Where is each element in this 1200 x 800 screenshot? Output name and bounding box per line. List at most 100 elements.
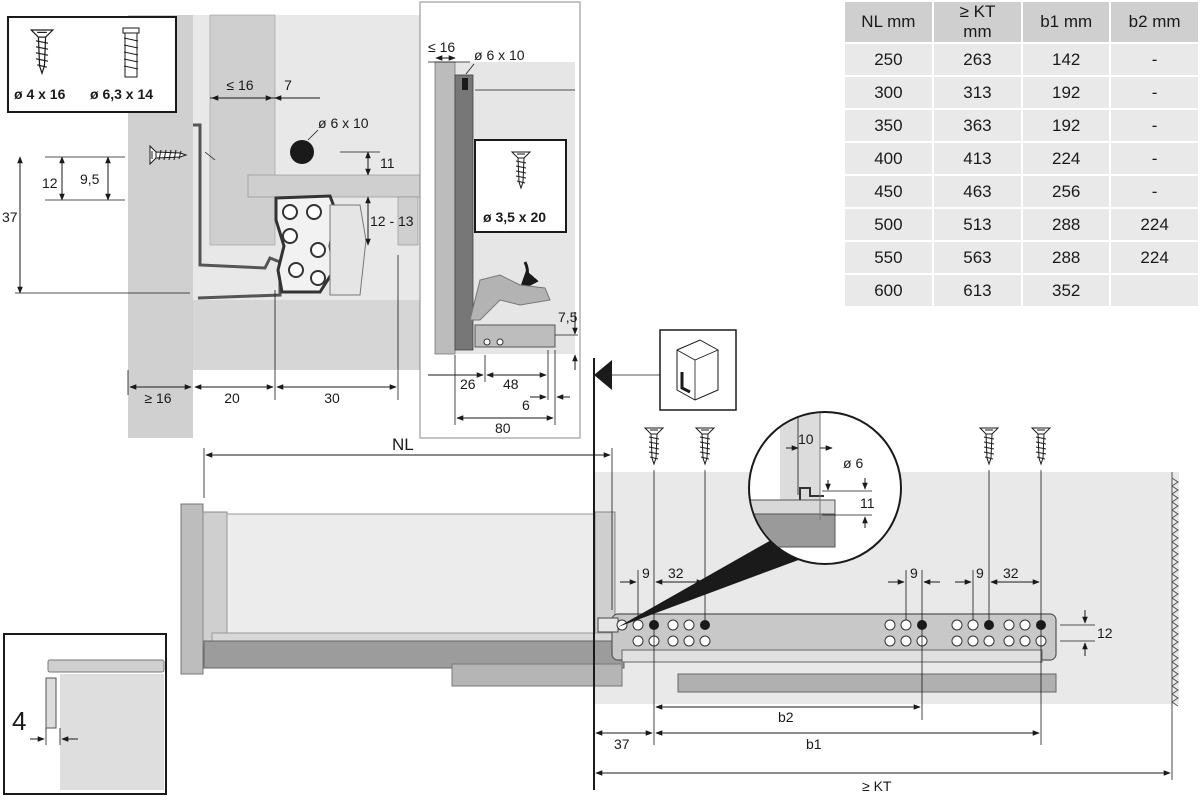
table-cell: 192 [1022,108,1112,142]
dim-11: 11 [380,155,395,171]
screw-label-4x16: ø 4 x 16 [14,86,66,102]
table-cell: 224 [1022,141,1112,175]
front-panel [434,61,456,355]
table-header: b1 mm [1022,2,1112,43]
dim-32-a: 32 [668,565,684,581]
front-dim-26: 26 [460,376,476,392]
table-cell: 500 [845,207,934,241]
table-cell: 513 [932,207,1024,241]
table-header: b2 mm [1110,2,1200,43]
drawer-bottom [247,174,422,198]
dim-37-side: 37 [614,736,630,752]
dim-pin-diameter: ø 6 x 10 [318,115,369,131]
table-cell: 350 [845,108,934,142]
table-cell: - [1110,75,1200,109]
screw-icon [979,427,999,465]
dim-b2: b2 [778,709,794,725]
front-dim-pin: ø 6 x 10 [474,47,525,63]
table-cell: 400 [845,141,934,175]
drawer-front [180,503,204,675]
table-cell: 450 [845,174,934,208]
dim-9-a: 9 [642,565,650,581]
cross-section-view: ≤ 16 7 ø 6 x 10 11 12 - 13 9,5 12 37 ≥ 1… [2,14,423,438]
front-dim-80: 80 [495,420,511,436]
locating-pin [290,140,314,164]
screw-label-6-3x14: ø 6,3 x 14 [90,86,153,102]
table-header-row: NL mm ≥ KT mm b1 mm b2 mm [845,2,1200,43]
dimensions-table: NL mm ≥ KT mm b1 mm b2 mm 250 263 142 - … [845,2,1200,306]
table-cell: 263 [932,42,1024,76]
front-dim-48: 48 [503,376,519,392]
dim-32-b: 32 [1003,565,1019,581]
screw-legend: ø 4 x 16 ø 6,3 x 14 [7,16,177,113]
table-cell: 224 [1110,240,1200,274]
table-cell: 288 [1022,240,1112,274]
detail-dim-10: 10 [798,431,814,447]
table-cell: 300 [845,75,934,109]
dim-12-runner: 12 [1097,625,1113,641]
dim-max-16: ≤ 16 [226,77,253,93]
dim-min-16: ≥ 16 [144,390,171,406]
table-cell: 352 [1022,273,1112,306]
table-cell: 413 [932,141,1024,175]
table-cell: - [1110,108,1200,142]
table-cell: 550 [845,240,934,274]
table-cell: - [1110,141,1200,175]
detail-dim-11: 11 [860,495,875,511]
dim-20: 20 [224,390,240,406]
table-cell: - [1110,42,1200,76]
table-cell: 250 [845,42,934,76]
table-cell: 224 [1110,207,1200,241]
screw-icon [1031,427,1051,465]
dim-12: 12 [42,175,58,191]
table-row: 250 263 142 - [845,42,1200,76]
dim-37: 37 [2,209,18,225]
table-row: 500 513 288 224 [845,207,1200,241]
table-cell: 288 [1022,207,1112,241]
table-cell: 256 [1022,174,1112,208]
table-cell: - [1110,174,1200,208]
dim-7: 7 [284,77,292,93]
inset-detail: 4 [3,633,167,795]
dim-kt: ≥ KT [862,778,892,794]
detail-dim-6: ø 6 [843,455,863,471]
side-view: NL 9 32 9 9 32 12 b2 37 [180,329,1179,794]
runner-holes [616,619,1047,647]
table-header: ≥ KT mm [932,2,1024,43]
front-dim-6: 6 [522,397,530,413]
dim-9-b: 9 [910,565,918,581]
dim-b1: b1 [806,736,822,752]
table-cell: 613 [932,273,1024,306]
screw-icon [644,427,664,465]
front-view: ≤ 16 ø 6 x 10 ø 3,5 x 20 7,5 26 48 6 80 [419,1,581,439]
table-cell: 142 [1022,42,1112,76]
inset-dim-4: 4 [12,706,26,736]
table-cell: 563 [932,240,1024,274]
detail-callout: 10 ø 6 11 [618,411,902,627]
euro-screw-icon [122,27,140,78]
dim-9-c: 9 [976,565,984,581]
table-cell: 363 [932,108,1024,142]
front-dim-max-16: ≤ 16 [428,39,455,55]
table-row: 550 563 288 224 [845,240,1200,274]
table-cell: 313 [932,75,1024,109]
drawer-side-panel [209,14,276,246]
table-cell: 600 [845,273,934,306]
table-header: NL mm [845,2,934,43]
screw-icon [695,427,715,465]
dim-30: 30 [324,390,340,406]
front-dim-7-5: 7,5 [558,309,578,325]
dim-12-13: 12 - 13 [370,213,414,229]
table-row: 600 613 352 [845,273,1200,306]
dim-9-5: 9,5 [80,171,100,187]
front-screw-label: ø 3,5 x 20 [483,209,546,225]
cabinet-icon [659,329,737,411]
table-row: 350 363 192 - [845,108,1200,142]
table-row: 450 463 256 - [845,174,1200,208]
runner-profile [193,123,282,300]
table-cell: 192 [1022,75,1112,109]
dim-nl: NL [392,435,414,454]
drawer-box [226,513,596,637]
table-cell: 463 [932,174,1024,208]
